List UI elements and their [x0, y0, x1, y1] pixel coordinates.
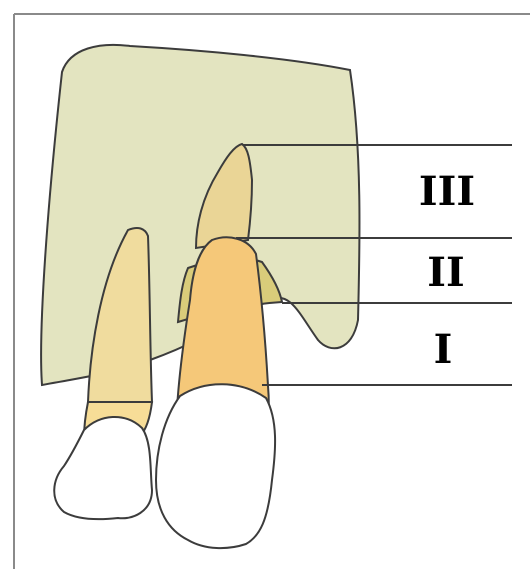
left-tooth-crown	[54, 417, 152, 519]
zone-label-ii: II	[427, 249, 464, 296]
right-tooth-crown	[156, 384, 275, 548]
zone-label-iii: III	[419, 168, 475, 215]
zone-label-i: I	[434, 326, 453, 373]
